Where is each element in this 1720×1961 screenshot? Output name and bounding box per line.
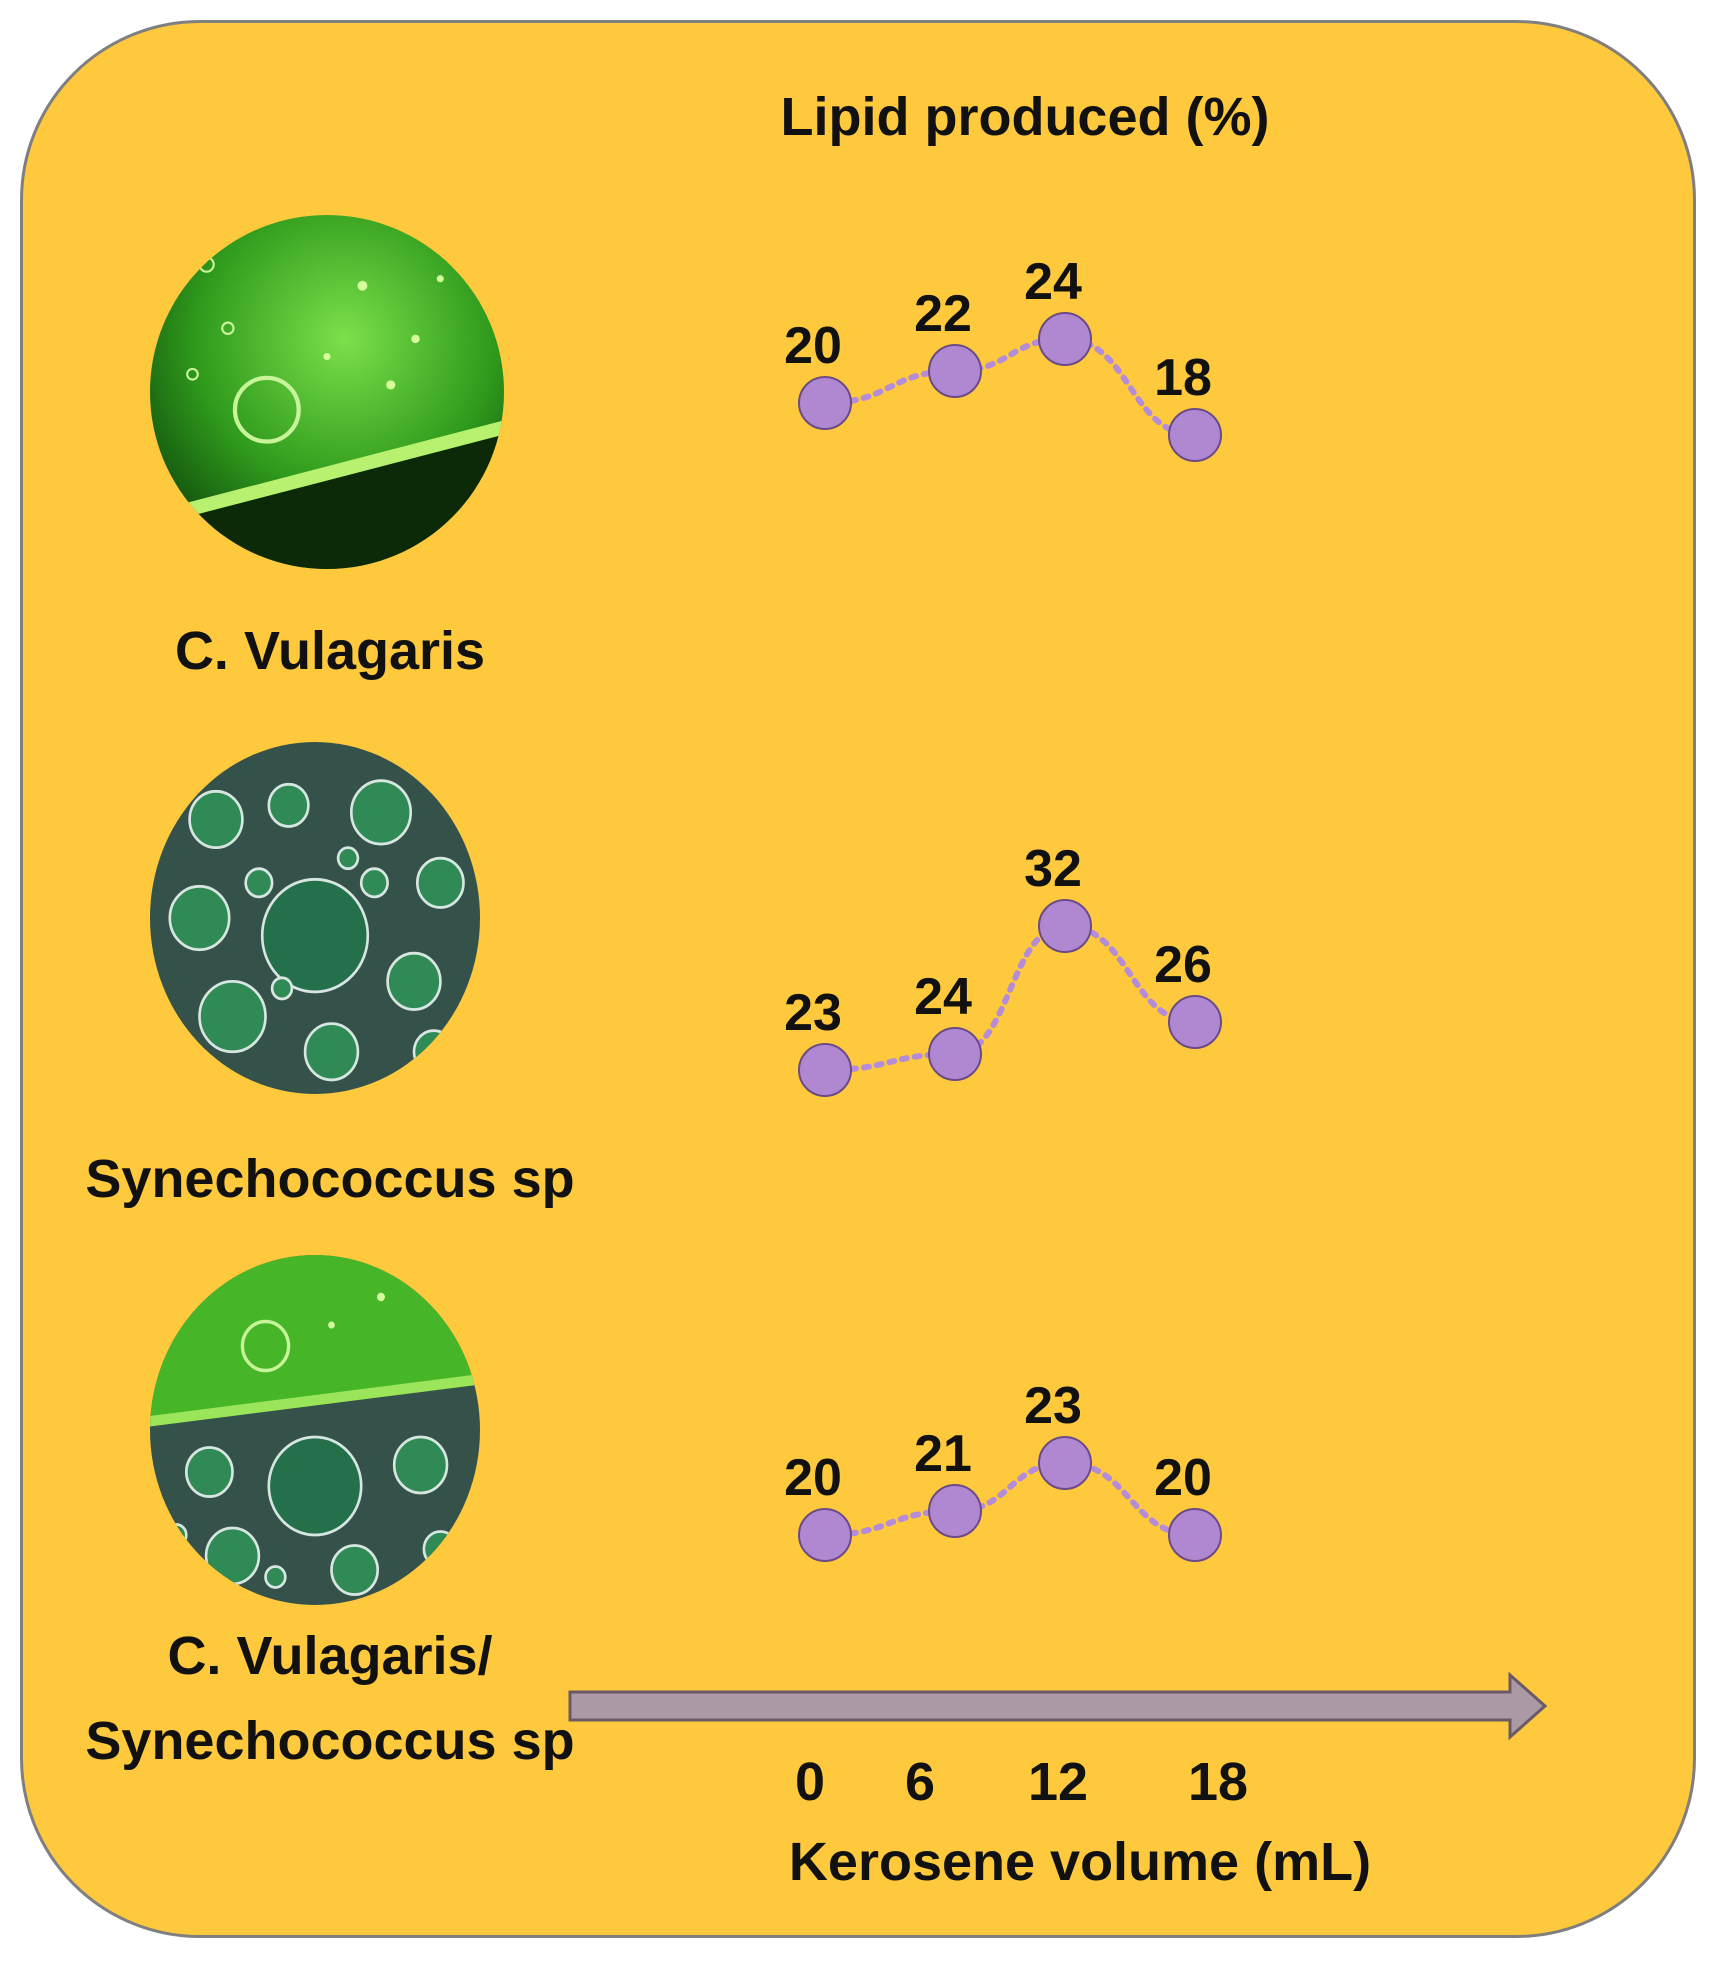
sample-label-synechococcus: Synechococcus sp [85,1149,575,1209]
green-algae-bubbles-image [150,215,504,569]
data-label: 32 [1024,840,1082,898]
data-label: 18 [1154,349,1212,407]
data-label: 20 [784,317,842,375]
x-axis-label: Kerosene volume (mL) [789,1832,1371,1892]
data-point [928,1484,982,1538]
cyanobacteria-bubbles-image [150,742,480,1094]
data-label: 23 [1024,1377,1082,1435]
data-label: 20 [784,1449,842,1507]
sample-label-c-vulagaris: C. Vulagaris [174,621,486,681]
data-point [798,376,852,430]
data-label: 21 [914,1425,972,1483]
series-1-connector [822,922,1198,1073]
mixed-culture-bubbles-image [150,1255,480,1605]
chart-title: Lipid produced (%) [781,87,1270,147]
x-tick-label: 0 [795,1752,825,1812]
data-label: 20 [1154,1449,1212,1507]
x-tick-label: 6 [905,1752,935,1812]
data-point [798,1508,852,1562]
right-arrow-icon [568,1671,1548,1741]
sample-label-mixed-line1: C. Vulagaris/ [167,1626,493,1686]
data-point [1038,899,1092,953]
data-point [798,1043,852,1097]
sample-label-mixed-line2: Synechococcus sp [85,1711,575,1771]
mixed-culture-bubbles-icon [150,1255,480,1605]
cyanobacteria-bubbles-icon [150,742,480,1094]
green-algae-bubbles-icon [150,215,504,569]
data-label: 26 [1154,936,1212,994]
data-point [928,344,982,398]
data-point [1038,1436,1092,1490]
data-point [1168,995,1222,1049]
data-label: 24 [914,968,972,1026]
data-label: 22 [914,285,972,343]
data-point [1168,408,1222,462]
data-label: 23 [784,984,842,1042]
x-tick-label: 18 [1188,1752,1248,1812]
data-point [1038,312,1092,366]
data-label: 24 [1024,253,1082,311]
data-point [1168,1508,1222,1562]
series-2-connector [822,1459,1198,1538]
data-point [928,1027,982,1081]
x-tick-label: 12 [1028,1752,1088,1812]
series-0-connector [822,335,1198,438]
